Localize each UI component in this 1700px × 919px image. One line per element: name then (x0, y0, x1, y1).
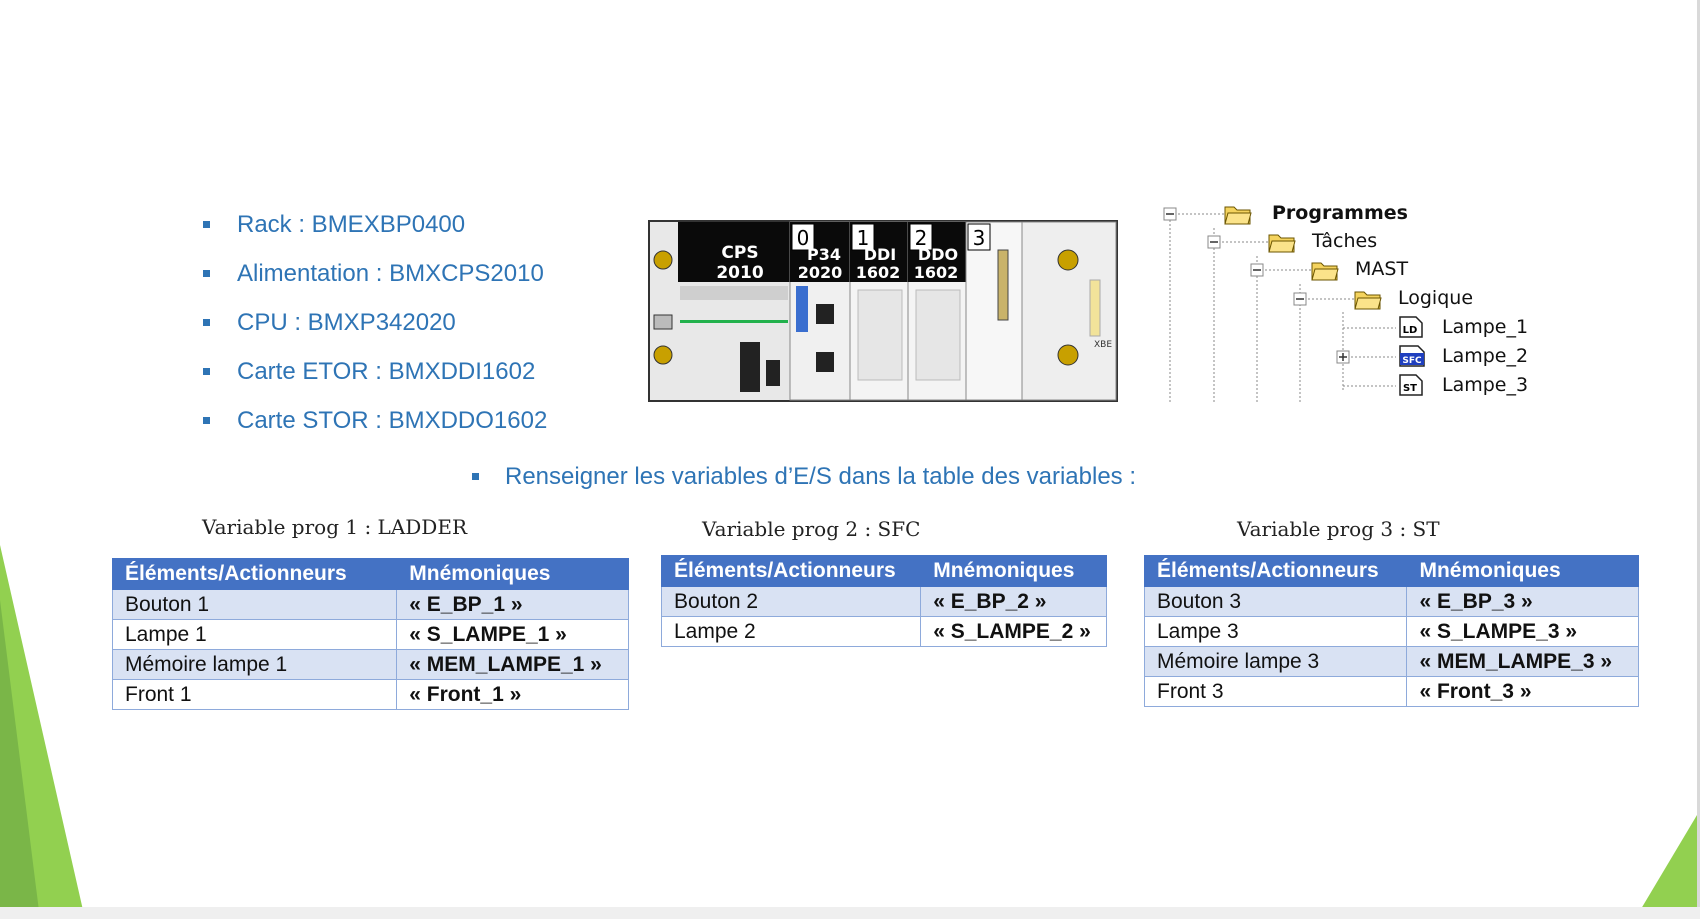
variables-table-st: Éléments/Actionneurs Mnémoniques Bouton … (1143, 555, 1639, 707)
table-row: Front 1 « Front_1 » (111, 679, 629, 710)
rack-slot-0: 0 (797, 226, 810, 250)
rack-ddi-line2: 1602 (856, 263, 901, 282)
st-section-icon: ST (1399, 374, 1423, 396)
rack-cps-line1: CPS (721, 243, 758, 263)
cell-element[interactable]: Lampe 3 (1143, 616, 1408, 647)
cell-mnemonic[interactable]: « S_LAMPE_2 » (920, 616, 1107, 647)
cell-element[interactable]: Lampe 2 (660, 616, 922, 647)
sfc-section-icon: SFC (1399, 345, 1425, 367)
table-row: Lampe 1 « S_LAMPE_1 » (111, 619, 629, 650)
table-row: Bouton 1 « E_BP_1 » (111, 589, 629, 620)
slide-bottom-bar (0, 907, 1700, 919)
column-header-mnemoniques: Mnémoniques (920, 555, 1107, 587)
hardware-item-output-card: Carte STOR : BMXDDO1602 (200, 406, 547, 455)
table-row: Front 3 « Front_3 » (1143, 676, 1639, 707)
variables-table-sfc: Éléments/Actionneurs Mnémoniques Bouton … (660, 555, 1107, 647)
hardware-item-power: Alimentation : BMXCPS2010 (200, 259, 547, 308)
table-caption-st: Variable prog 3 : ST (1237, 517, 1440, 541)
cell-mnemonic[interactable]: « Front_1 » (396, 679, 629, 710)
hardware-item-input-card: Carte ETOR : BMXDDI1602 (200, 357, 547, 406)
tree-label-mast: MAST (1355, 258, 1409, 280)
rack-ddo-line1: DDO (918, 245, 958, 264)
rack-xbe-label: XBE (1094, 340, 1112, 350)
folder-icon (1354, 291, 1382, 310)
table-caption-ladder: Variable prog 1 : LADDER (202, 515, 467, 539)
hardware-item-cpu: CPU : BMXP342020 (200, 308, 547, 357)
column-header-mnemoniques: Mnémoniques (1406, 555, 1639, 587)
cell-element[interactable]: Front 1 (111, 679, 398, 710)
tree-icon-ld-text: LD (1403, 325, 1418, 336)
table-header-row: Éléments/Actionneurs Mnémoniques (660, 555, 1107, 587)
rack-cpu-line1: P34 (807, 245, 841, 264)
variables-table-ladder: Éléments/Actionneurs Mnémoniques Bouton … (111, 558, 629, 710)
tree-label-programmes: Programmes (1272, 202, 1408, 224)
table-row: Lampe 3 « S_LAMPE_3 » (1143, 616, 1639, 647)
rack-ddi-line1: DDI (864, 245, 897, 264)
tree-icon-st-text: ST (1403, 383, 1417, 394)
tree-label-lampe-3: Lampe_3 (1442, 374, 1529, 396)
cell-element[interactable]: Mémoire lampe 1 (111, 649, 398, 680)
rack-slot-3: 3 (973, 226, 986, 250)
tree-label-lampe-1: Lampe_1 (1442, 316, 1529, 338)
rack-ddo-line2: 1602 (914, 263, 959, 282)
hardware-item-rack: Rack : BMEXBP0400 (200, 210, 547, 259)
cell-mnemonic[interactable]: « S_LAMPE_3 » (1406, 616, 1639, 647)
table-row: Bouton 3 « E_BP_3 » (1143, 586, 1639, 617)
rack-slot-2: 2 (915, 226, 928, 250)
table-row: Bouton 2 « E_BP_2 » (660, 586, 1107, 617)
table-row: Lampe 2 « S_LAMPE_2 » (660, 616, 1107, 647)
cell-element[interactable]: Lampe 1 (111, 619, 398, 650)
tree-label-lampe-2: Lampe_2 (1442, 345, 1529, 367)
cell-mnemonic[interactable]: « E_BP_3 » (1406, 586, 1639, 617)
table-header-row: Éléments/Actionneurs Mnémoniques (111, 558, 629, 590)
cell-element[interactable]: Mémoire lampe 3 (1143, 646, 1408, 677)
tree-label-taches: Tâches (1312, 230, 1378, 252)
folder-icon (1268, 234, 1296, 253)
plc-rack-image: CPS 2010 0 P34 2020 1 DDI 1602 2 DDO 160… (648, 220, 1118, 402)
cell-element[interactable]: Front 3 (1143, 676, 1408, 707)
tree-icon-sfc-text: SFC (1402, 356, 1422, 366)
cell-mnemonic[interactable]: « MEM_LAMPE_3 » (1406, 646, 1639, 677)
right-green-decoration (1635, 810, 1700, 919)
cell-element[interactable]: Bouton 3 (1143, 586, 1408, 617)
hardware-list: Rack : BMEXBP0400 Alimentation : BMXCPS2… (200, 210, 547, 455)
column-header-mnemoniques: Mnémoniques (396, 558, 629, 590)
table-row: Mémoire lampe 3 « MEM_LAMPE_3 » (1143, 646, 1639, 677)
rack-cps-line2: 2010 (716, 263, 763, 283)
column-header-elements: Éléments/Actionneurs (1143, 555, 1408, 587)
table-header-row: Éléments/Actionneurs Mnémoniques (1143, 555, 1639, 587)
column-header-elements: Éléments/Actionneurs (111, 558, 398, 590)
table-caption-sfc: Variable prog 2 : SFC (702, 517, 921, 541)
cell-mnemonic[interactable]: « E_BP_1 » (396, 589, 629, 620)
instruction-text: Renseigner les variables d’E/S dans la t… (470, 462, 1136, 492)
tree-label-logique: Logique (1398, 287, 1474, 309)
folder-icon (1224, 206, 1252, 225)
project-tree: Programmes Tâches MAST Logique LD Lampe_… (1160, 198, 1540, 408)
cell-mnemonic[interactable]: « S_LAMPE_1 » (396, 619, 629, 650)
cell-mnemonic[interactable]: « Front_3 » (1406, 676, 1639, 707)
table-row: Mémoire lampe 1 « MEM_LAMPE_1 » (111, 649, 629, 680)
rack-cpu-line2: 2020 (798, 263, 843, 282)
cell-mnemonic[interactable]: « E_BP_2 » (920, 586, 1107, 617)
cell-element[interactable]: Bouton 2 (660, 586, 922, 617)
cell-mnemonic[interactable]: « MEM_LAMPE_1 » (396, 649, 629, 680)
left-green-decoration (0, 545, 85, 919)
folder-icon (1311, 262, 1339, 281)
tree-lines (1163, 207, 1396, 403)
rack-slot-1: 1 (857, 226, 870, 250)
cell-element[interactable]: Bouton 1 (111, 589, 398, 620)
column-header-elements: Éléments/Actionneurs (660, 555, 922, 587)
ladder-section-icon: LD (1399, 316, 1423, 338)
slide-right-edge (1697, 0, 1700, 919)
